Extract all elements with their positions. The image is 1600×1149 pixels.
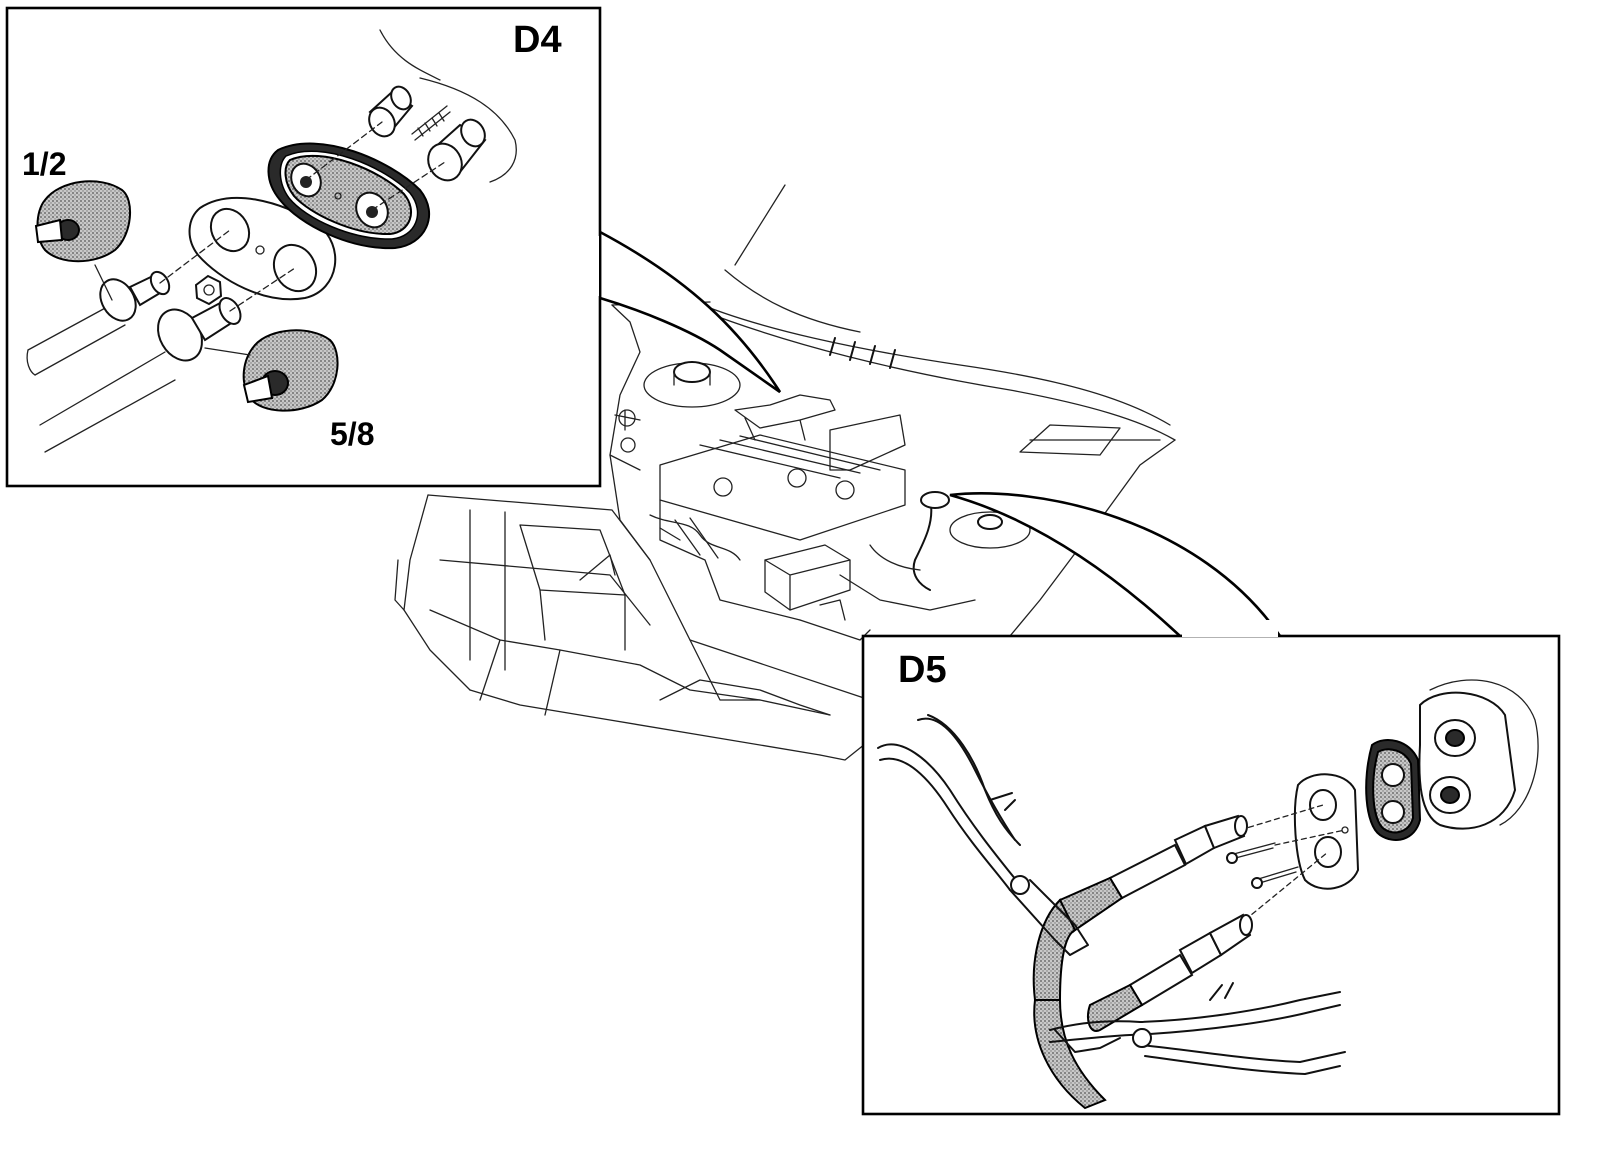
d4-label: D4	[513, 19, 562, 61]
panel-d5: D5	[861, 492, 1561, 1116]
d4-callout-pointer	[598, 229, 782, 394]
hose-clamp-pliers-upper-icon	[877, 714, 1089, 956]
car-engine-bay-drawing	[394, 184, 1176, 761]
d5-label: D5	[898, 649, 947, 691]
hose-clamp-pliers-lower-icon	[1049, 982, 1346, 1075]
panel-d4: D4 1/2 5/8	[5, 6, 782, 488]
d5-callout-pointer	[949, 492, 1283, 638]
size-label-half-inch: 1/2	[22, 146, 66, 182]
size-label-five-eighths-inch: 5/8	[330, 416, 374, 452]
